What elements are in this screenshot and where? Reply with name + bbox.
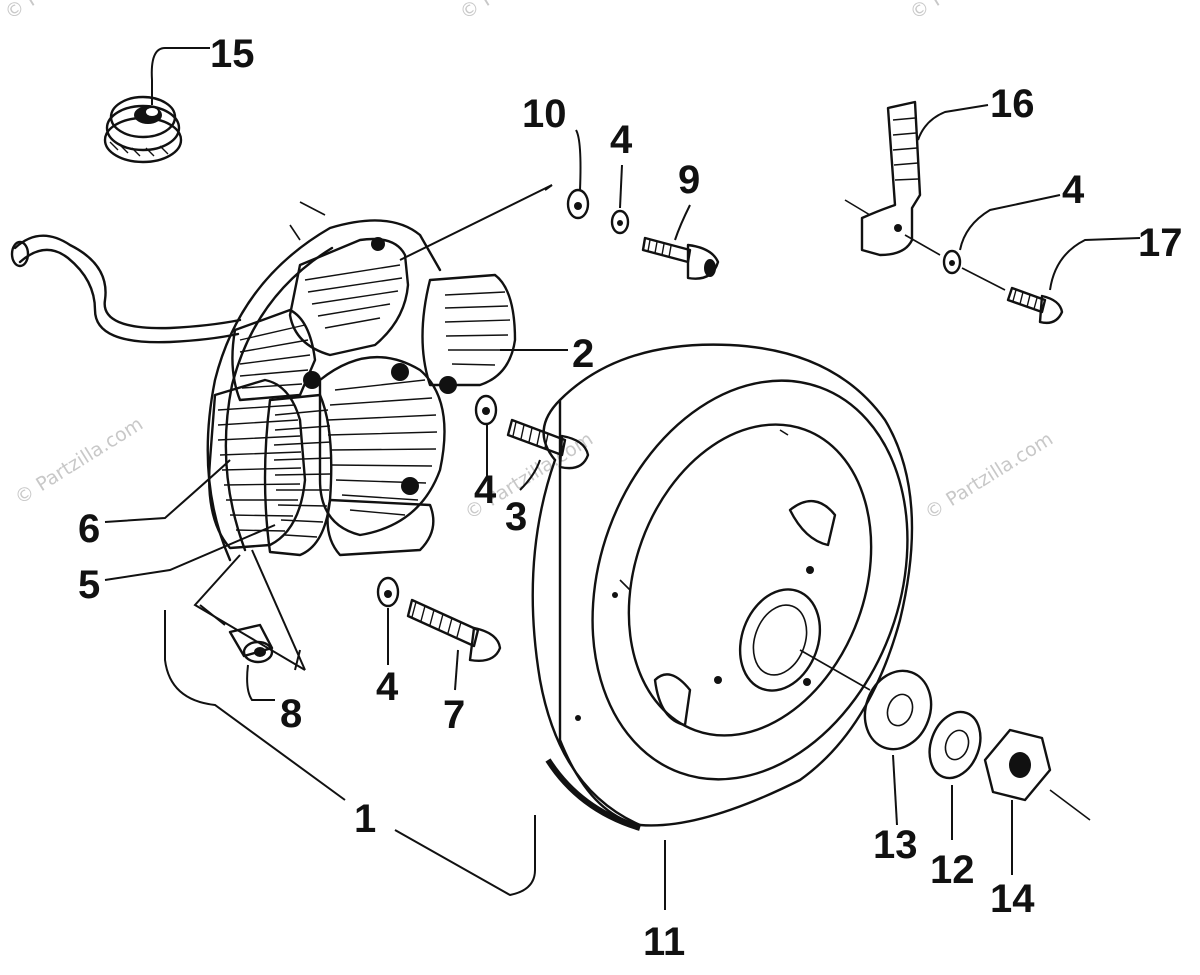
callout-5: 5 bbox=[78, 563, 100, 607]
watermark-top-left: © Partzilla.com bbox=[1, 0, 137, 24]
callout-4-bottom: 4 bbox=[376, 665, 399, 709]
callout-10: 10 bbox=[522, 92, 567, 136]
callout-6: 6 bbox=[78, 507, 100, 551]
watermark-left: © Partzilla.com bbox=[11, 413, 147, 509]
callout-2: 2 bbox=[572, 332, 594, 376]
watermark-top-right: © Partzilla.com bbox=[906, 0, 1042, 24]
callout-13: 13 bbox=[873, 823, 918, 867]
callout-9: 9 bbox=[678, 158, 700, 202]
callout-17: 17 bbox=[1138, 221, 1183, 265]
part-stator-assembly bbox=[10, 201, 517, 562]
callout-4-top: 4 bbox=[610, 118, 633, 162]
callout-labels: 1 2 3 4 4 4 4 5 6 7 8 9 10 11 12 13 14 1… bbox=[78, 32, 1183, 964]
callout-7: 7 bbox=[443, 693, 465, 737]
watermark-top-center: © Partzilla.com bbox=[456, 0, 592, 24]
callout-3: 3 bbox=[505, 495, 527, 539]
callout-1: 1 bbox=[354, 797, 376, 841]
part-bracket-16-set bbox=[844, 100, 1064, 325]
callout-12: 12 bbox=[930, 848, 975, 892]
part-bolt-3-set bbox=[474, 394, 590, 470]
callout-4-right: 4 bbox=[1062, 168, 1085, 212]
part-bolt-9-set bbox=[566, 188, 720, 280]
callout-16: 16 bbox=[990, 82, 1035, 126]
part-nut-washer-set bbox=[799, 649, 1091, 821]
part-flywheel-11 bbox=[531, 343, 914, 831]
callout-4-middle: 4 bbox=[474, 468, 497, 512]
watermark-right: © Partzilla.com bbox=[921, 428, 1057, 524]
part-bolt-7-set bbox=[376, 576, 502, 662]
callout-14: 14 bbox=[990, 877, 1035, 921]
callout-15: 15 bbox=[210, 32, 255, 76]
leader-lines bbox=[104, 47, 1141, 910]
callout-11: 11 bbox=[643, 920, 685, 964]
callout-8: 8 bbox=[280, 692, 302, 736]
part-grommet-15 bbox=[103, 95, 183, 164]
